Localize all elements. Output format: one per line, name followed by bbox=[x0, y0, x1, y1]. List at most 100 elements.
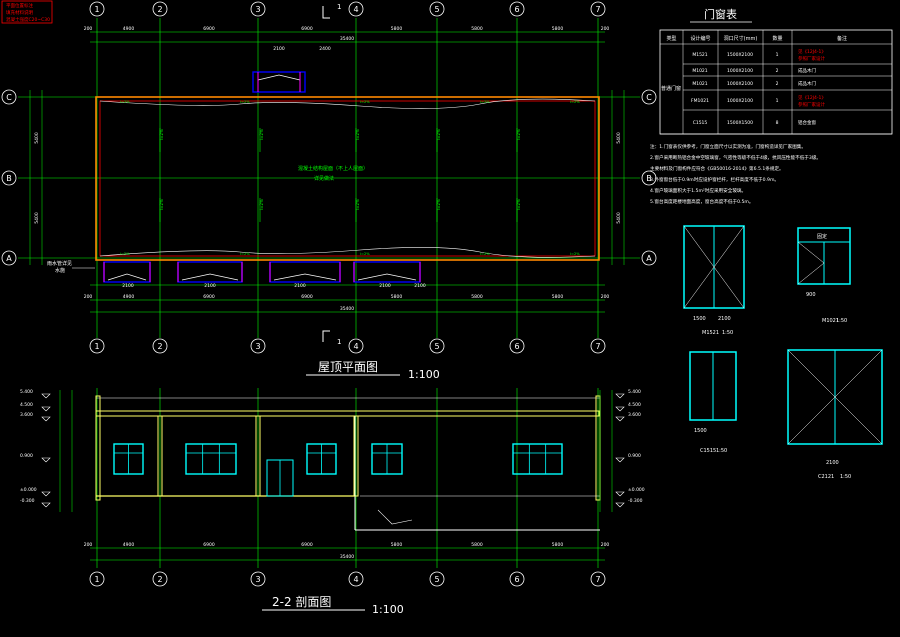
table-size: 1000X2100 bbox=[727, 81, 753, 87]
dim-edge: 200 bbox=[601, 542, 610, 548]
roof-plan-title-text: 屋顶平面图 bbox=[318, 360, 378, 374]
elev-m1021-top: 固定 bbox=[817, 233, 827, 240]
elevation-C2121: 2100 C2121 1:50 bbox=[787, 349, 883, 480]
roof-center-note: 混凝土结构屋面（不上人屋面） bbox=[298, 165, 368, 172]
roof-plan: i=2%i=2%i=2%i=2%i=2%i=2%i=2%i=2%i=2%i=2%… bbox=[47, 71, 600, 283]
level-right: 0.900 bbox=[628, 453, 641, 459]
slope-label-gutter: i=2% bbox=[240, 100, 250, 104]
dim-bay-right: 5400 bbox=[616, 212, 622, 224]
table-header: 备注 bbox=[837, 35, 847, 42]
dim-span: 4900 bbox=[123, 294, 135, 300]
grid-bubble-C bbox=[1, 89, 17, 105]
slope-label: i=2% bbox=[159, 199, 164, 210]
dim-bottom-sub: 2100 bbox=[379, 283, 391, 289]
dim-bottom-sub: 2100 bbox=[294, 283, 306, 289]
slope-label-gutter: i=2% bbox=[570, 252, 580, 256]
dim-total: 35400 bbox=[340, 36, 354, 42]
grid-bubble-3 bbox=[250, 1, 266, 17]
grid-bubble-4 bbox=[348, 338, 364, 354]
table-size: 1500X1500 bbox=[727, 120, 753, 126]
slope-label: i=2% bbox=[436, 199, 441, 210]
table-code: C1515 bbox=[693, 120, 708, 126]
level-left: 3.600 bbox=[20, 412, 33, 418]
table-code: FM1021 bbox=[691, 98, 709, 104]
grid-label-3: 3 bbox=[255, 342, 260, 351]
note-line: 2.窗户采用断热铝合金中空玻璃窗，气密性等级不低于4级，抗风压性能不低于3级。 bbox=[650, 154, 821, 161]
note-line: 注：1.门窗表仅供参考，门窗立面尺寸以实测为准，门窗构造详见厂家图集。 bbox=[650, 143, 806, 150]
slope-label: i=2% bbox=[355, 199, 360, 210]
grid-label-4: 4 bbox=[353, 575, 358, 584]
legend-line-1: 平面位置标注 bbox=[6, 2, 33, 9]
notes-block: 注：1.门窗表仅供参考，门窗立面尺寸以实测为准，门窗构造详见厂家图集。 2.窗户采… bbox=[650, 143, 821, 205]
table-qty: 2 bbox=[776, 68, 779, 74]
grid-bubble-5 bbox=[429, 571, 445, 587]
grid-label-5: 5 bbox=[434, 575, 439, 584]
table-code: M1521 bbox=[692, 52, 707, 58]
grid-label-1: 1 bbox=[94, 342, 99, 351]
dim-span: 5800 bbox=[552, 294, 564, 300]
elev-m1021-w: 900 bbox=[806, 292, 816, 298]
dim-edge: 200 bbox=[601, 294, 610, 300]
dim-bay-left: 5400 bbox=[34, 212, 40, 224]
dim-span: 5800 bbox=[552, 26, 564, 32]
dimension-strings: 4900 6900 6900 5800 5800 5800 4900 6900 6900 5800… bbox=[34, 26, 622, 560]
note-line: 4.窗户玻璃面积大于1.5m²时应采用安全玻璃。 bbox=[650, 187, 746, 194]
elev-m1521-w: 1500 bbox=[693, 316, 706, 322]
table-code: M1021 bbox=[692, 68, 707, 74]
table-category: 普通门窗 bbox=[661, 85, 681, 92]
section-mark-top: 1 bbox=[322, 3, 341, 19]
level-left: ±0.000 bbox=[20, 487, 37, 493]
slope-label: i=2% bbox=[355, 129, 360, 140]
grid-bubble-B bbox=[641, 170, 657, 186]
dim-span: 5800 bbox=[471, 26, 483, 32]
grid-bubble-2 bbox=[152, 338, 168, 354]
table-qty: 8 bbox=[776, 120, 779, 126]
elevation-M1021: 固定 900 M1021 1:50 bbox=[797, 227, 851, 324]
grid-bubble-4 bbox=[348, 1, 364, 17]
roof-parapet bbox=[99, 100, 596, 257]
grid-label-7: 7 bbox=[595, 575, 600, 584]
note-line: 3.外窗窗台低于0.9m时应设护窗栏杆，栏杆高度不低于0.9m。 bbox=[650, 176, 779, 183]
dim-span: 6900 bbox=[203, 26, 215, 32]
grid-label-2: 2 bbox=[157, 575, 162, 584]
dim-span: 4900 bbox=[123, 542, 135, 548]
elev-c2121-name: C2121 bbox=[818, 474, 834, 480]
dim-span: 6900 bbox=[203, 294, 215, 300]
grid-label-5: 5 bbox=[434, 342, 439, 351]
dim-span: 6900 bbox=[301, 542, 313, 548]
dim-span: 6900 bbox=[301, 294, 313, 300]
slope-label: i=2% bbox=[516, 199, 521, 210]
section-windows bbox=[113, 443, 563, 475]
dim-span: 5800 bbox=[471, 542, 483, 548]
grid-label-1: 1 bbox=[94, 5, 99, 14]
elev-c1515-name: C1515 bbox=[700, 448, 716, 454]
slope-label-gutter: i=2% bbox=[480, 252, 490, 256]
dim-span: 4900 bbox=[123, 26, 135, 32]
grid-bubble-1 bbox=[89, 1, 105, 17]
level-right: -0.300 bbox=[628, 498, 643, 504]
dim-span: 5800 bbox=[391, 26, 403, 32]
level-left: 5.400 bbox=[20, 389, 33, 395]
dim-edge: 200 bbox=[84, 294, 93, 300]
dim-bottom-sub: 2100 bbox=[122, 283, 134, 289]
table-header: 设计编号 bbox=[690, 35, 710, 42]
table-note-2: 参照厂家设计 bbox=[798, 55, 825, 62]
dim-span: 5800 bbox=[471, 294, 483, 300]
slope-label-gutter: i=2% bbox=[480, 100, 490, 104]
elev-m1521-scale: 1:50 bbox=[722, 330, 733, 336]
canopy-top bbox=[252, 71, 306, 93]
table-header: 类型 bbox=[666, 35, 676, 42]
grid-label-6: 6 bbox=[514, 342, 519, 351]
note-line: 主要材料及门窗构件应符合《GB50016-2014》第6.5.1条规定。 bbox=[650, 165, 784, 172]
dim-total: 35400 bbox=[340, 306, 354, 312]
grid-label-4: 4 bbox=[353, 342, 358, 351]
dim-bay-left: 5400 bbox=[34, 132, 40, 144]
grid-bubble-A bbox=[641, 250, 657, 266]
grid-label-4: 4 bbox=[353, 5, 358, 14]
level-right: 3.600 bbox=[628, 412, 641, 418]
dim-span: 6900 bbox=[301, 26, 313, 32]
grid-label-1: 1 bbox=[94, 575, 99, 584]
grid-label-2: 2 bbox=[157, 342, 162, 351]
